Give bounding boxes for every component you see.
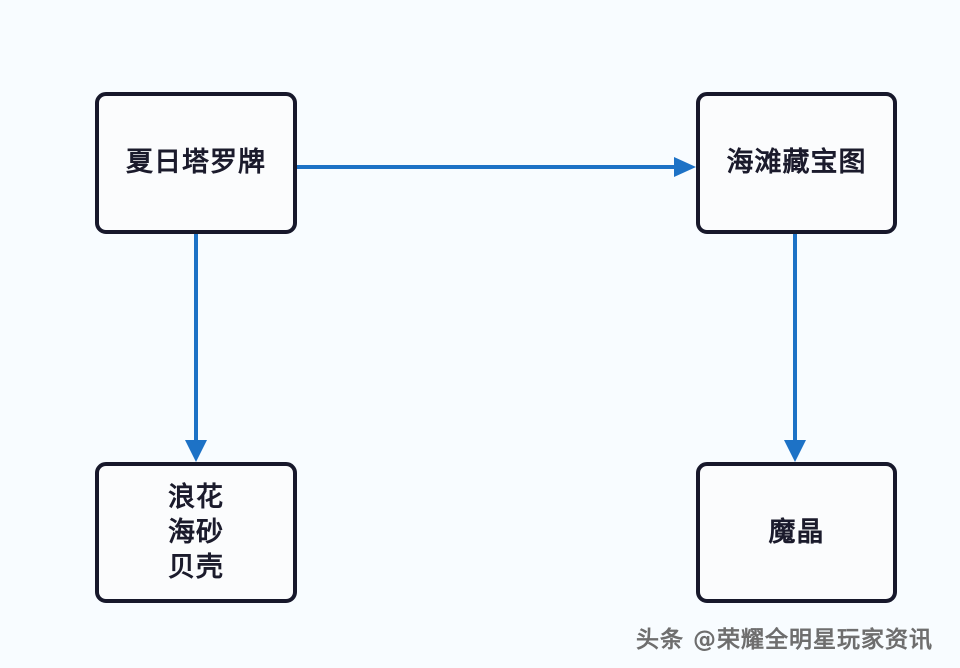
arrowhead-down-icon xyxy=(185,440,207,462)
watermark-text: 头条 @荣耀全明星玩家资讯 xyxy=(636,627,934,653)
node-label-line: 海砂 xyxy=(168,516,224,548)
edge-summer-tarot-to-beach-treasure-map xyxy=(297,157,696,177)
edge-summer-tarot-to-materials xyxy=(185,234,207,462)
node-beach-treasure-map[interactable]: 海滩藏宝图 xyxy=(696,92,897,234)
node-summer-tarot[interactable]: 夏日塔罗牌 xyxy=(95,92,297,234)
node-label-line: 魔晶 xyxy=(768,516,825,548)
node-label-line: 浪花 xyxy=(168,481,224,513)
arrowhead-right-icon xyxy=(674,157,696,177)
arrowhead-down-icon xyxy=(784,440,806,462)
node-label-line: 贝壳 xyxy=(168,552,224,584)
node-materials[interactable]: 浪花 海砂 贝壳 xyxy=(95,462,297,603)
edge-beach-treasure-map-to-magic-crystal xyxy=(784,234,806,462)
node-magic-crystal[interactable]: 魔晶 xyxy=(696,462,897,603)
node-label-line: 夏日塔罗牌 xyxy=(126,147,266,179)
node-label-line: 海滩藏宝图 xyxy=(726,147,867,179)
